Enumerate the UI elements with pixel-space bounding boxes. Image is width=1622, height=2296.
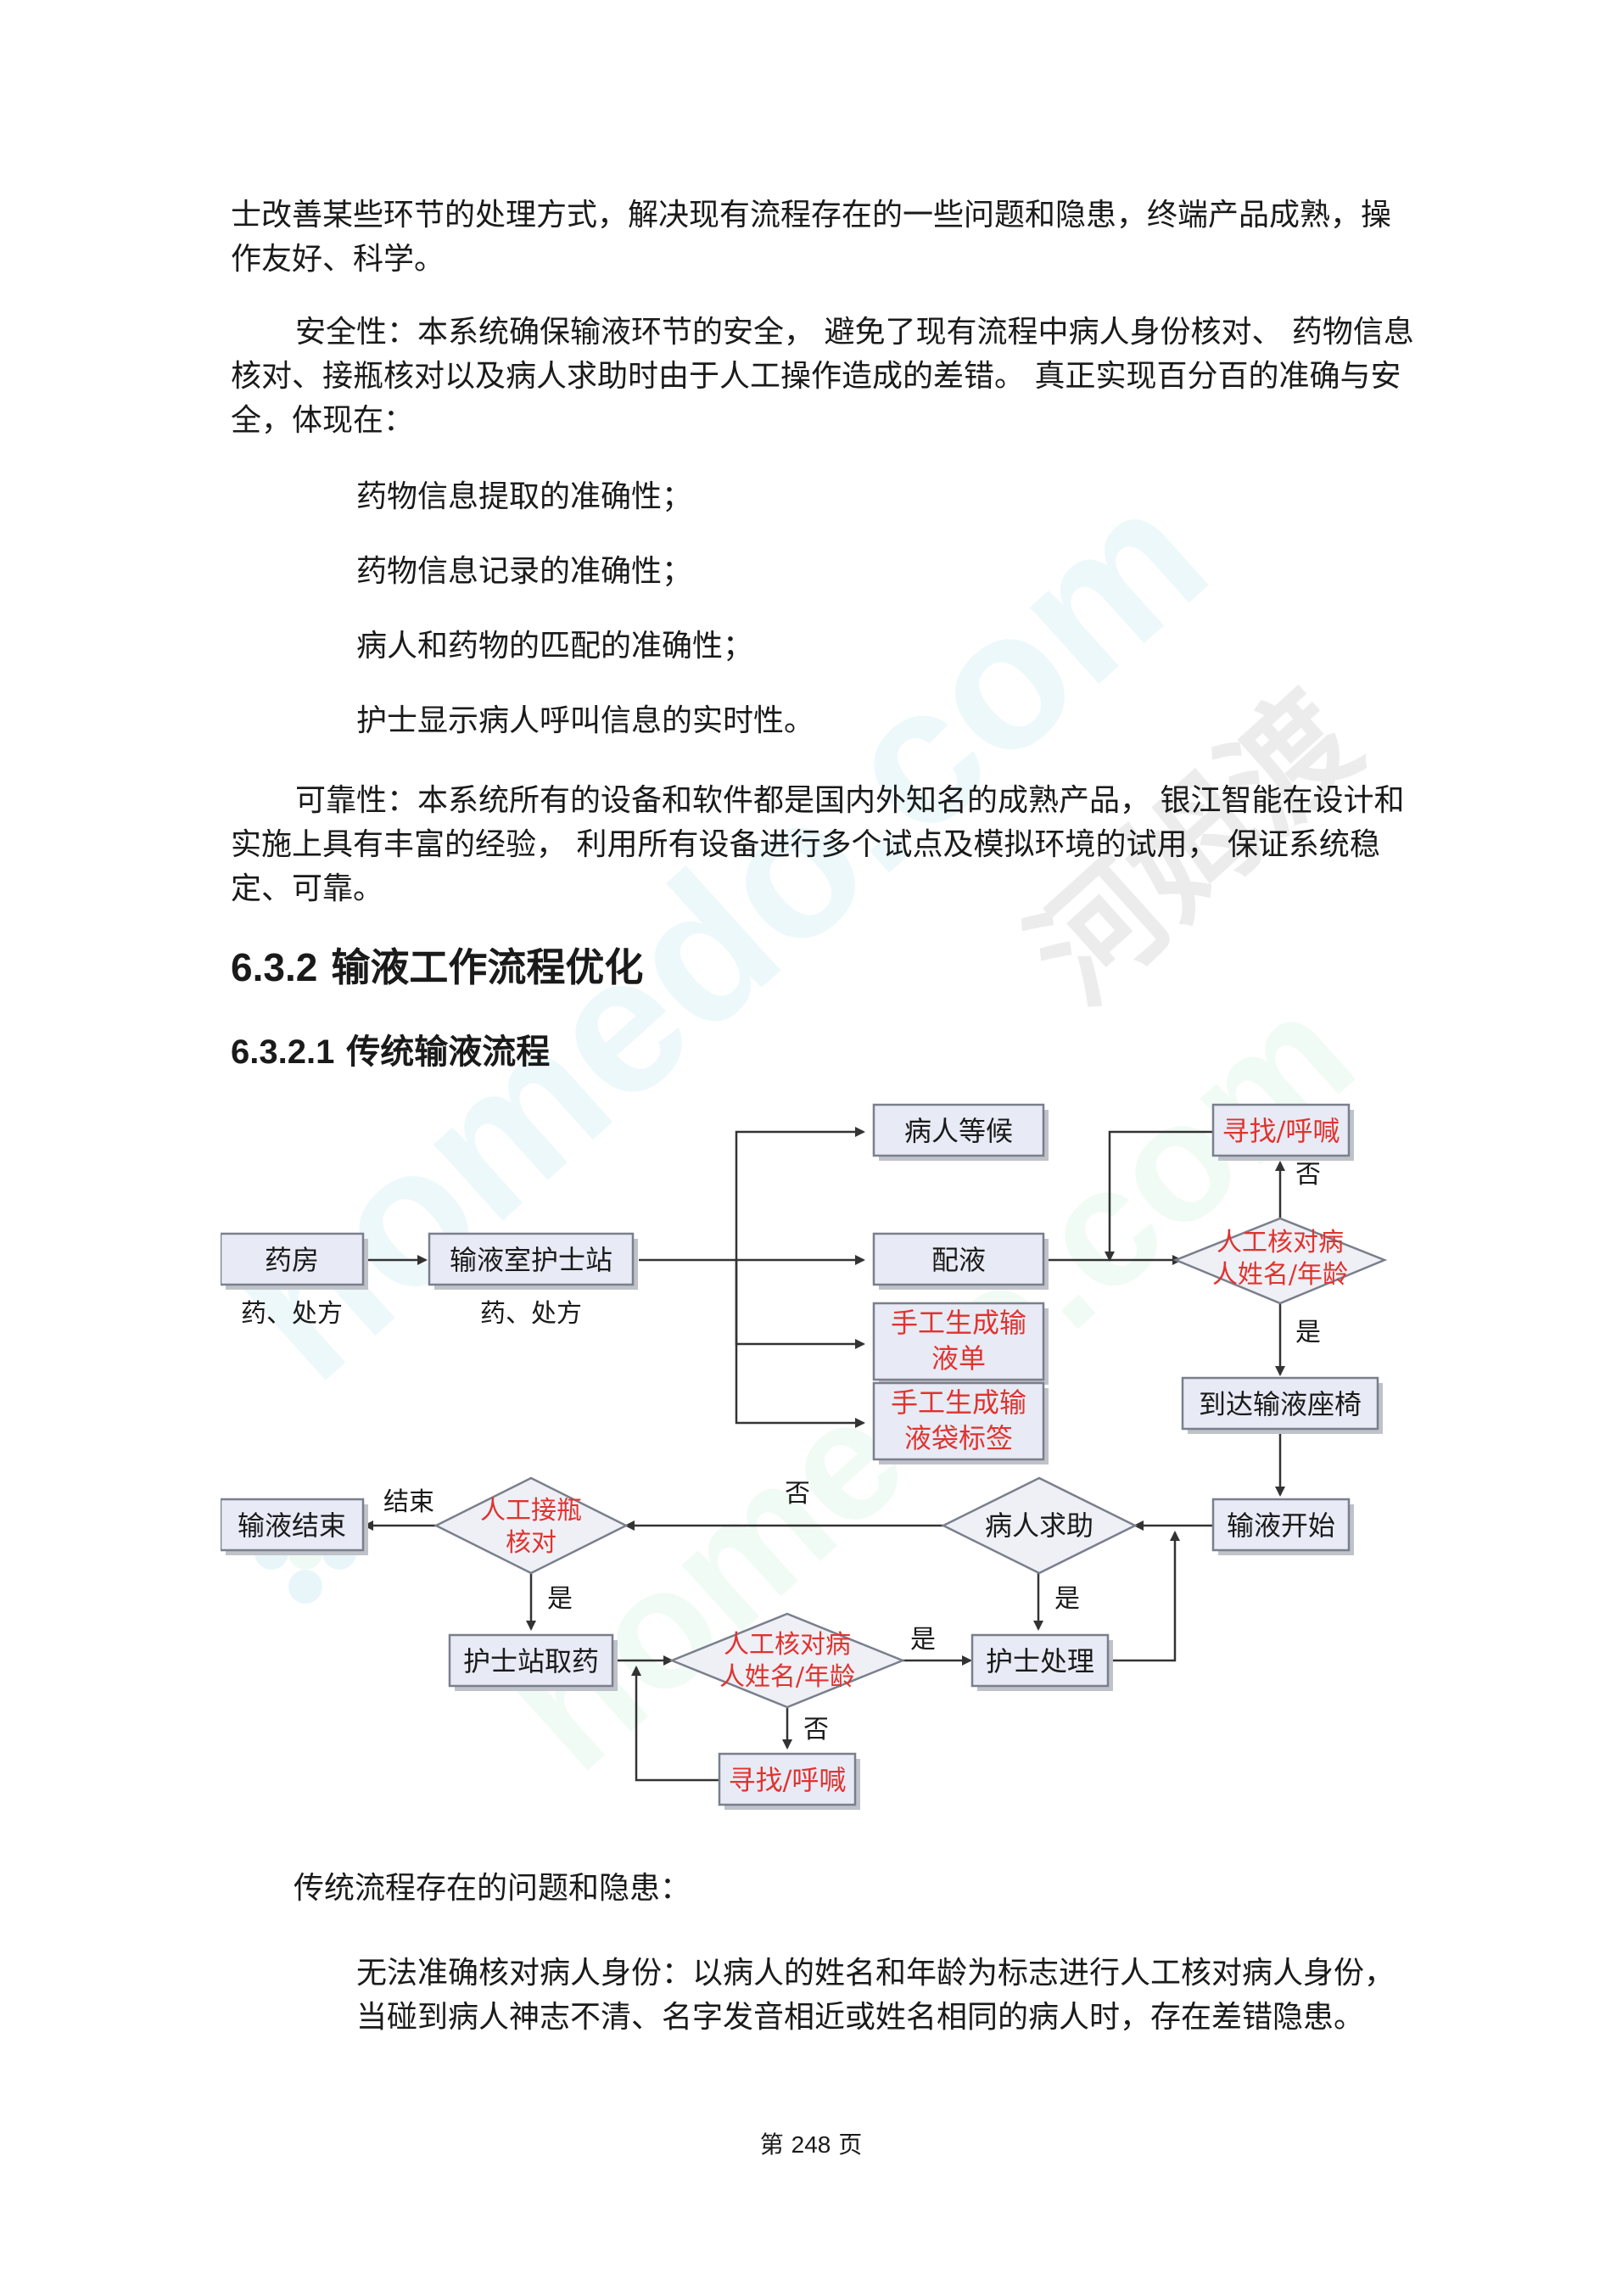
box-nurse-handle <box>970 1633 1110 1688</box>
label-arrive-seat: 到达输液座椅 <box>1199 1388 1362 1420</box>
label-yes: 是 <box>1295 1318 1321 1347</box>
footer-prefix: 第 <box>759 2131 791 2159</box>
box-nurse-station <box>428 1232 635 1286</box>
label-manual-sheet-line1: 手工生成输 <box>891 1307 1026 1339</box>
label-no: 否 <box>1295 1160 1321 1190</box>
label-pharmacy: 药房 <box>265 1244 319 1276</box>
label-yes: 是 <box>547 1584 573 1614</box>
list-item: 药物信息记录的准确性； <box>356 554 693 589</box>
label-bottle-check-line2: 核对 <box>506 1528 557 1558</box>
label-search-bottom: 寻找/呼喊 <box>729 1764 847 1796</box>
box-patient-wait <box>872 1103 1045 1157</box>
label-patient-help: 病人求助 <box>985 1509 1093 1542</box>
label-check-top-line2: 人姓名/年龄 <box>1212 1260 1348 1290</box>
list-item: 药物信息提取的准确性； <box>356 479 693 514</box>
label-yes: 是 <box>910 1625 936 1655</box>
label-check-bottom-line1: 人工核对病 <box>724 1630 851 1660</box>
label-manual-sheet-line2: 液单 <box>931 1342 986 1375</box>
section-title: 输液工作流程优化 <box>317 944 644 990</box>
label-yes: 是 <box>1054 1584 1080 1614</box>
footer-suffix: 页 <box>831 2131 863 2159</box>
diamond-bottle-check <box>433 1476 629 1575</box>
paragraph-intro: 士改善某些环节的处理方式，解决现有流程存在的一些问题和隐患，终端产品成熟，操作友… <box>231 198 1392 277</box>
box-manual-sheet <box>872 1302 1045 1381</box>
page-footer: 第 248 页 <box>0 2128 1622 2162</box>
label-manual-label-line1: 手工生成输 <box>891 1386 1026 1419</box>
box-pharmacy <box>221 1232 365 1286</box>
label-check-bottom-line2: 人姓名/年龄 <box>719 1662 855 1692</box>
section-number: 6.3.2 <box>231 945 318 989</box>
label-no: 否 <box>785 1479 810 1509</box>
label-dispense: 配液 <box>931 1244 986 1276</box>
diamond-check-top <box>1172 1217 1388 1305</box>
box-infusion-end <box>221 1498 365 1552</box>
label-manual-label-line2: 液袋标签 <box>904 1422 1013 1454</box>
subsection-number: 6.3.2.1 <box>231 1033 335 1071</box>
paragraph-reliability: 可靠性：本系统所有的设备和软件都是国内外知名的成熟产品， 银江智能在设计和实施上… <box>231 783 1405 906</box>
subsection-heading: 6.3.2.1 传统输液流程 <box>231 1028 550 1076</box>
box-manual-label <box>872 1381 1045 1461</box>
diamond-patient-help <box>941 1476 1138 1575</box>
label-nurse-station: 输液室护士站 <box>450 1244 612 1276</box>
label-check-top-line1: 人工核对病 <box>1216 1228 1344 1257</box>
label-start-infusion: 输液开始 <box>1227 1509 1335 1542</box>
label-infusion-end: 输液结束 <box>238 1509 346 1542</box>
label-bottle-check-line1: 人工接瓶 <box>480 1496 582 1526</box>
infusion-flowchart: 药房 药、处方 输液室护士站 药、处方 病人等候 配液 到达输液座椅 输液开始 … <box>221 1103 1388 1810</box>
box-fetch-medicine <box>448 1633 614 1688</box>
box-dispense <box>872 1232 1045 1286</box>
label-end: 结束 <box>383 1487 434 1517</box>
label-nurse-station-sub: 药、处方 <box>480 1299 582 1329</box>
list-item: 护士显示病人呼叫信息的实时性。 <box>356 703 815 738</box>
label-nurse-handle: 护士处理 <box>986 1645 1094 1677</box>
label-patient-wait: 病人等候 <box>904 1115 1013 1147</box>
label-fetch-medicine: 护士站取药 <box>463 1645 599 1677</box>
section-heading: 6.3.2 输液工作流程优化 <box>231 942 643 993</box>
box-search-bottom <box>718 1752 857 1806</box>
subsection-title: 传统输液流程 <box>334 1032 551 1072</box>
box-start-infusion <box>1211 1498 1351 1552</box>
box-search-top <box>1211 1103 1351 1157</box>
page-number: 248 <box>791 2131 831 2158</box>
diamond-check-bottom <box>668 1612 906 1709</box>
box-arrive-seat <box>1181 1376 1379 1431</box>
label-pharmacy-sub: 药、处方 <box>241 1299 343 1329</box>
paragraph-problem-identity: 无法准确核对病人身份：以病人的姓名和年龄为标志进行人工核对病人身份，当碰到病人神… <box>356 1956 1395 2035</box>
label-search-top: 寻找/呼喊 <box>1222 1115 1340 1147</box>
paragraph-problems-title: 传统流程存在的问题和隐患： <box>294 1871 691 1906</box>
list-item: 病人和药物的匹配的准确性； <box>356 629 754 664</box>
label-no: 否 <box>803 1715 829 1744</box>
paragraph-safety: 安全性：本系统确保输液环节的安全， 避免了现有流程中病人身份核对、 药物信息核对… <box>231 315 1414 438</box>
